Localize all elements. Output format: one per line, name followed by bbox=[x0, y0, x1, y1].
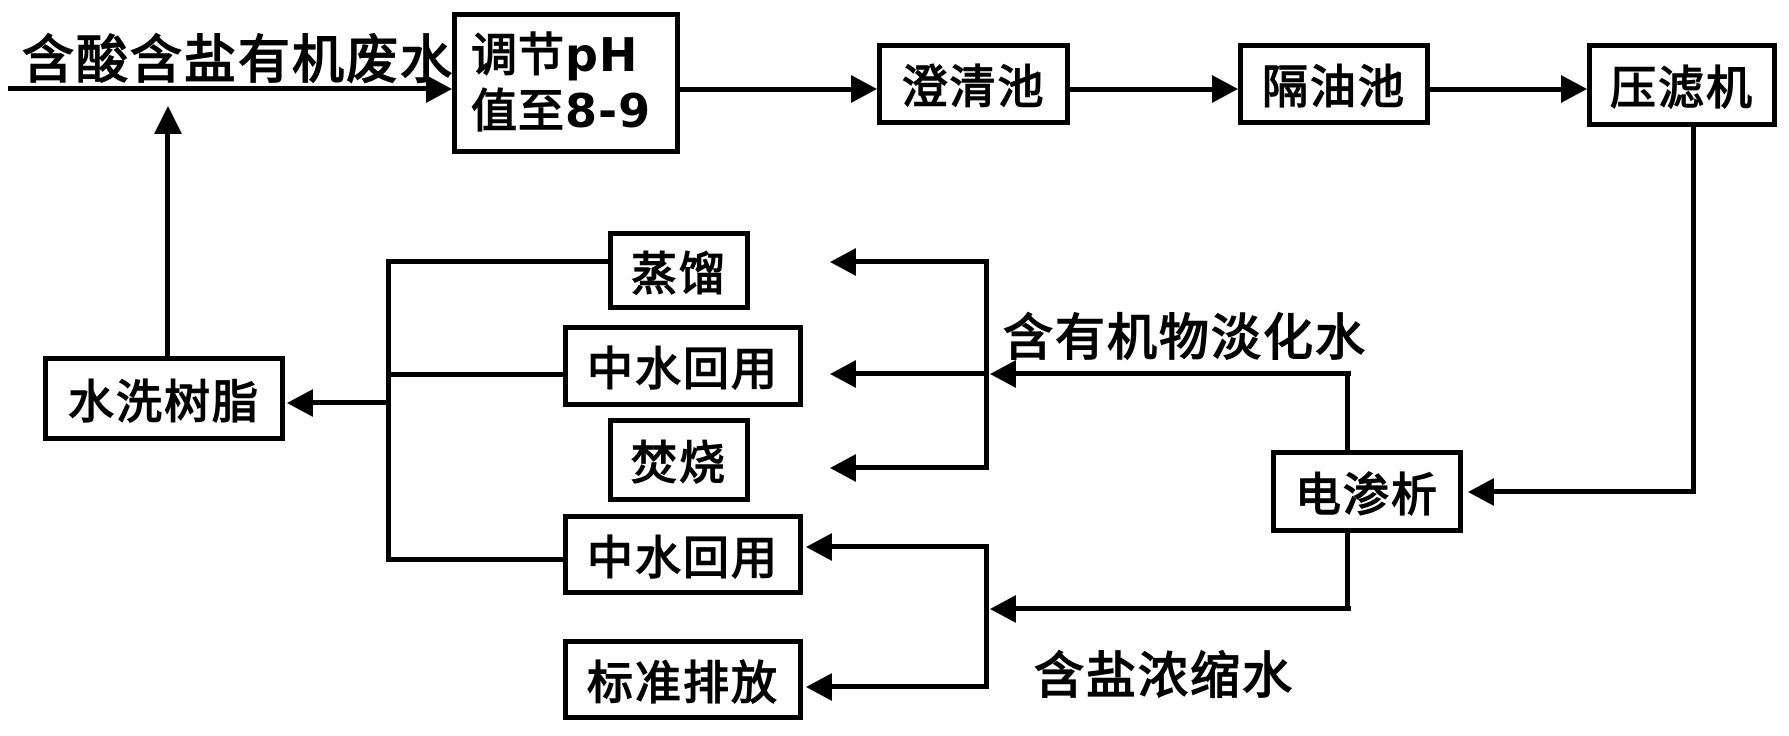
edge-spine-to-reuse2-line bbox=[386, 557, 563, 562]
edge-ed-to-lower-junction-line bbox=[1014, 606, 1351, 611]
node-water-reuse-1: 中水回用 bbox=[563, 325, 803, 407]
label-source-wastewater: 含酸含盐有机废水 bbox=[22, 31, 455, 91]
lower-distribution-spine bbox=[984, 544, 989, 689]
edge-oilsep-to-press-line bbox=[1430, 87, 1563, 92]
edge-spine-to-reuse1-line bbox=[386, 372, 563, 377]
label-organic-desalinated-water: 含有机物淡化水 bbox=[1003, 309, 1367, 367]
edge-lower-to-reuse2-line bbox=[830, 544, 989, 549]
node-standard-discharge: 标准排放 bbox=[563, 639, 803, 720]
edge-ed-to-upper-junction-arrowhead bbox=[990, 360, 1016, 388]
node-adjust-ph-line2: 值至8-9 bbox=[471, 84, 652, 138]
edge-press-to-ed-arrowhead bbox=[1468, 478, 1494, 506]
edge-press-to-ed-hline bbox=[1494, 489, 1696, 494]
edge-ph-to-clarifier-line bbox=[680, 87, 853, 92]
edge-ed-top-riser bbox=[1345, 371, 1350, 450]
edge-clarifier-to-oilsep-arrowhead bbox=[1212, 75, 1238, 103]
left-collector-spine bbox=[386, 259, 391, 562]
node-water-washed-resin: 水洗树脂 bbox=[43, 356, 285, 441]
node-filter-press: 压滤机 bbox=[1587, 43, 1777, 127]
edge-spine-to-resin-arrowhead bbox=[287, 389, 313, 417]
node-oil-separator: 隔油池 bbox=[1238, 43, 1430, 125]
edge-upper-to-distillation-line bbox=[854, 259, 987, 264]
edge-lower-to-discharge-arrowhead bbox=[806, 673, 832, 701]
edge-source-to-ph-line bbox=[8, 86, 428, 91]
edge-upper-to-reuse1-line bbox=[854, 371, 987, 376]
edge-lower-to-discharge-line bbox=[830, 684, 989, 689]
edge-ph-to-clarifier-arrowhead bbox=[851, 75, 877, 103]
edge-press-to-ed-vline bbox=[1691, 127, 1696, 494]
node-incineration: 焚烧 bbox=[608, 418, 750, 502]
node-water-reuse-2: 中水回用 bbox=[563, 514, 803, 595]
edge-upper-to-incineration-line bbox=[854, 465, 987, 470]
edge-upper-to-reuse1-arrowhead bbox=[830, 360, 856, 388]
upper-distribution-spine bbox=[984, 259, 989, 470]
node-adjust-ph-line1: 调节pH bbox=[471, 27, 639, 82]
edge-ed-to-upper-junction-line bbox=[1014, 371, 1351, 376]
edge-clarifier-to-oilsep-line bbox=[1070, 87, 1214, 92]
edge-ed-bottom-descender bbox=[1345, 533, 1350, 611]
edge-ed-to-lower-junction-arrowhead bbox=[990, 595, 1016, 623]
node-distillation: 蒸馏 bbox=[608, 231, 750, 310]
edge-lower-to-reuse2-arrowhead bbox=[806, 533, 832, 561]
label-salty-concentrated-water: 含盐浓缩水 bbox=[1034, 647, 1294, 705]
edge-upper-to-incineration-arrowhead bbox=[830, 454, 856, 482]
edge-upper-to-distillation-arrowhead bbox=[830, 248, 856, 276]
edge-spine-to-resin-line bbox=[312, 400, 391, 405]
edge-source-to-ph-arrowhead bbox=[426, 75, 452, 103]
node-electrodialysis: 电渗析 bbox=[1271, 450, 1463, 533]
node-adjust-ph: 调节pH 值至8-9 bbox=[452, 12, 680, 154]
node-clarifier: 澄清池 bbox=[877, 43, 1070, 125]
edge-resin-to-source-arrowhead bbox=[154, 106, 182, 134]
edge-spine-to-distillation-line bbox=[386, 259, 608, 264]
edge-oilsep-to-press-arrowhead bbox=[1561, 75, 1587, 103]
edge-resin-to-source-line bbox=[165, 132, 170, 356]
